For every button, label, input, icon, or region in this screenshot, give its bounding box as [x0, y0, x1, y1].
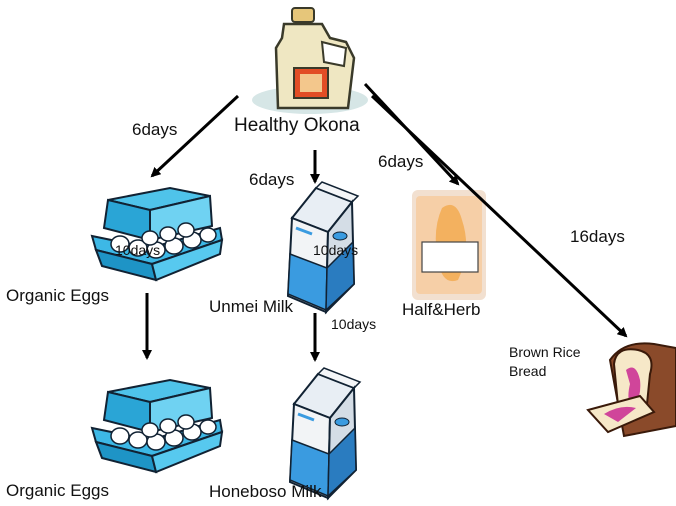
egg-carton-icon — [91, 187, 223, 281]
arrow-okona-to-eggs — [150, 94, 240, 178]
node-label-honeboso-milk: Honeboso Milk — [209, 482, 322, 501]
egg-carton-icon — [91, 379, 223, 473]
node-label-half-herb: Half&Herb — [402, 300, 481, 319]
jug-bottle-icon — [252, 7, 368, 114]
edge-label: 6days — [249, 170, 295, 189]
edge-label: 10days — [313, 242, 359, 258]
milk-carton-icon — [288, 366, 362, 500]
node-label-unmei-milk: Unmei Milk — [209, 297, 294, 316]
edge-label: 10days — [331, 316, 377, 332]
source-label: Healthy Okona — [234, 115, 360, 136]
arrow-okona-to-bread — [370, 94, 628, 338]
edge-label: 6days — [378, 152, 424, 171]
herb-package-icon — [412, 190, 486, 300]
node-label-organic-eggs: Organic Eggs — [6, 286, 109, 305]
bread-slice-icon — [586, 342, 676, 438]
edge-label: 6days — [132, 120, 178, 139]
flow-arrows — [142, 82, 628, 362]
edge-label: 10days — [115, 242, 161, 258]
node-label-brown-rice: Brown Rice — [509, 344, 581, 360]
node-label-bread: Bread — [509, 363, 547, 379]
node-label-organic-eggs: Organic Eggs — [6, 481, 109, 500]
edge-label: 16days — [570, 227, 625, 246]
